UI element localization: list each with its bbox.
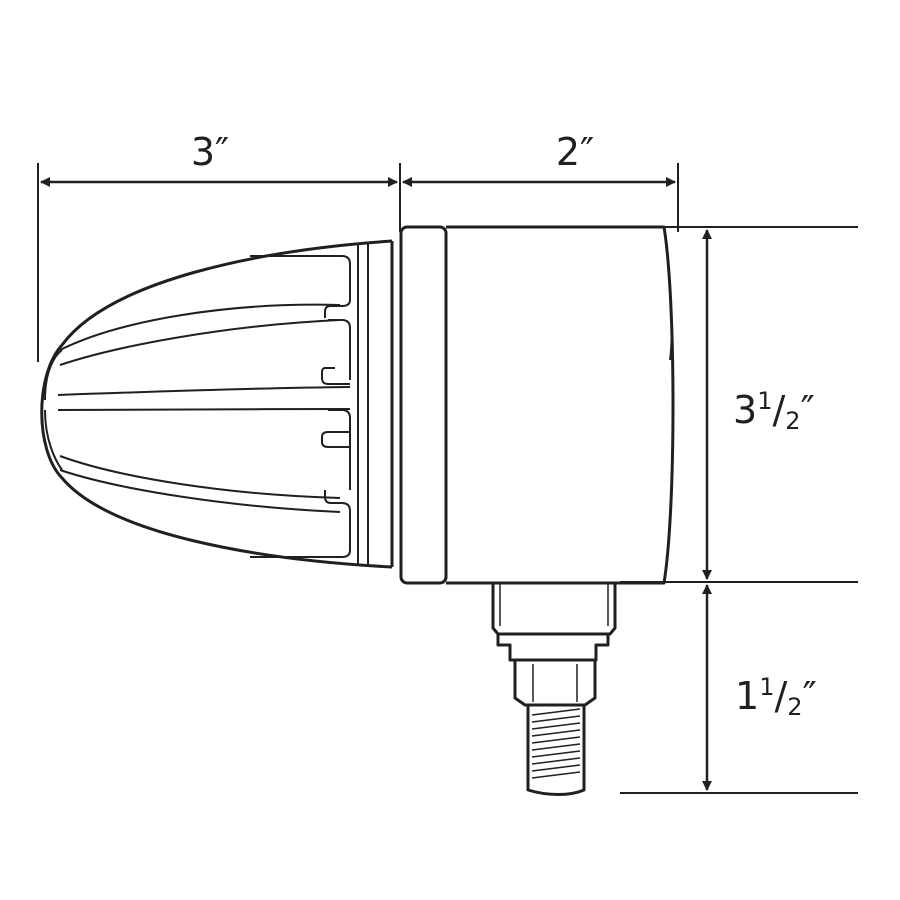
lens-outline xyxy=(40,239,393,569)
housing-edge-highlight xyxy=(664,231,673,361)
lens-notch-lower xyxy=(321,431,350,448)
lens-rib-mid-upper xyxy=(57,386,351,396)
dimension-lines xyxy=(40,177,712,791)
lens-segment-upper xyxy=(328,319,351,380)
housing-body xyxy=(446,225,675,585)
label-housing-width: 2″ xyxy=(556,130,594,174)
lens-rib-lower xyxy=(59,455,341,499)
housing-bezel xyxy=(399,225,448,585)
lens-segment-bottom xyxy=(250,490,351,558)
bullet-lens xyxy=(40,239,394,569)
lens-tip-detail xyxy=(44,349,63,471)
lens-segment-top xyxy=(250,255,351,318)
lens-notch-upper xyxy=(321,367,350,385)
lens-segment-lower xyxy=(328,409,351,490)
lens-rib-lower-2 xyxy=(59,469,341,513)
stud-collar xyxy=(496,634,610,662)
label-housing-height: 31/2″ xyxy=(733,387,815,435)
stud-threaded-shaft xyxy=(526,705,586,796)
label-stud-length: 11/2″ xyxy=(735,673,817,721)
lamp-housing xyxy=(399,225,675,585)
label-lens-length: 3″ xyxy=(191,130,229,174)
lens-rib-upper-2 xyxy=(59,319,341,366)
lens-rib-upper xyxy=(59,303,341,351)
stud-hex-nut xyxy=(513,660,597,707)
mounting-stud xyxy=(491,583,617,796)
stud-threads xyxy=(531,708,581,779)
stud-boss xyxy=(491,583,617,636)
lens-rib-mid-lower xyxy=(57,408,351,411)
